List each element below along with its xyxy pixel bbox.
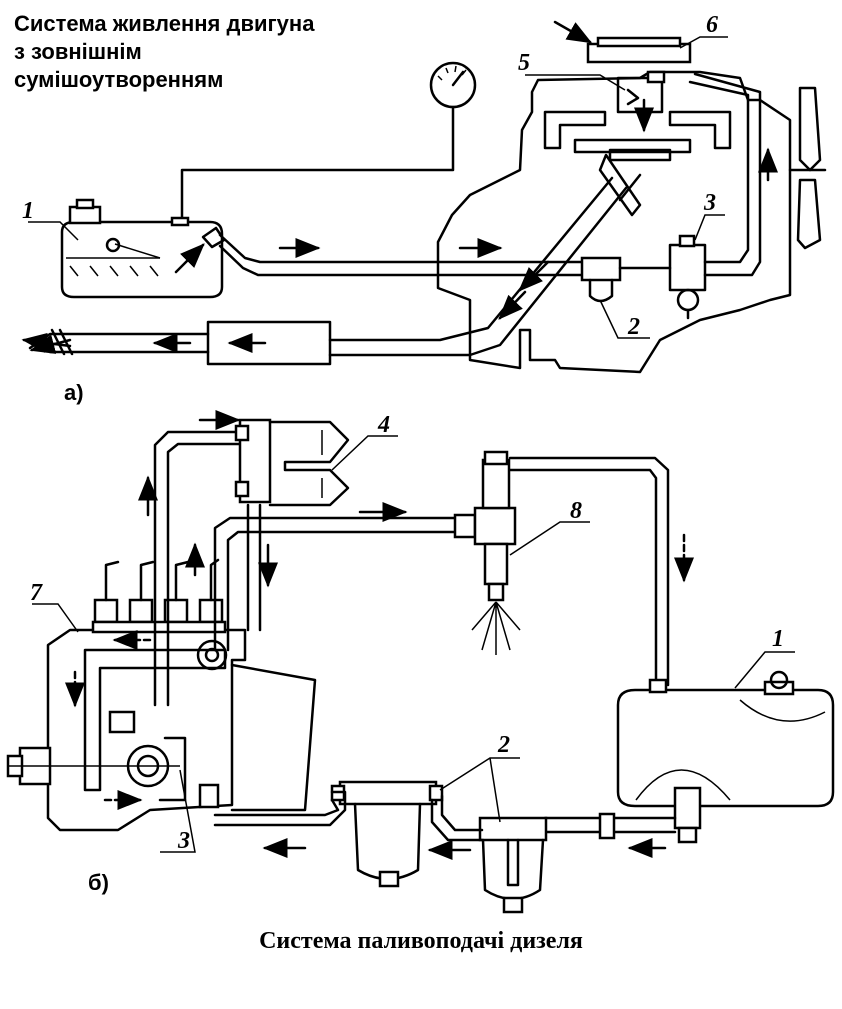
subfigure-a-label: а) (64, 380, 84, 405)
top-title-line-2: з зовнішнім (14, 39, 142, 64)
callout-b-1: 1 (772, 626, 784, 652)
callout-b-3: 3 (177, 828, 190, 854)
callouts-b: 1 2 3 4 7 8 (30, 412, 795, 854)
callout-b-8: 8 (570, 498, 582, 524)
callout-a-2: 2 (627, 314, 640, 340)
fuel-pump-a (580, 72, 778, 320)
injection-pump-b (6, 542, 317, 832)
coarse-filter-b-2 (330, 780, 444, 888)
fuel-line-a (218, 233, 587, 277)
fuel-tank-b (616, 670, 835, 844)
callout-a-3: 3 (703, 190, 716, 216)
bottom-title: Система паливоподачі дизеля (259, 928, 583, 954)
carburettor-a (598, 76, 664, 217)
callout-a-6: 6 (706, 12, 718, 38)
pump-sections (91, 558, 227, 634)
supply-line-b (543, 812, 677, 858)
callout-a-5: 5 (518, 50, 530, 76)
coarse-filter-b-1 (478, 816, 548, 914)
air-filter-a (553, 20, 692, 84)
top-title-line-3: сумішоутворенням (14, 67, 224, 92)
connecting-lines-b (198, 783, 484, 860)
callout-b-2: 2 (497, 732, 510, 758)
diagram-b: 1 2 3 4 7 8 (6, 410, 835, 914)
callout-a-1: 1 (22, 198, 34, 224)
fine-filter-b (234, 418, 350, 507)
callouts-a: 1 2 3 5 6 (22, 12, 728, 340)
subfigure-b-label: б) (88, 870, 109, 895)
callout-b-7: 7 (30, 580, 43, 606)
cooling-fan-a (788, 86, 827, 250)
top-title: Система живлення двигуна з зовнішнім сум… (14, 10, 434, 94)
exhaust-a (21, 176, 628, 366)
pressure-gauge (180, 61, 477, 222)
callout-b-4: 4 (377, 412, 390, 438)
engine-block-a (436, 70, 792, 374)
injector-b (213, 450, 694, 687)
diagram-a: 1 2 3 5 6 (21, 12, 827, 374)
top-title-line-1: Система живлення двигуна (14, 11, 315, 36)
feed-lines-b (138, 410, 278, 707)
fuel-tank-a (60, 198, 226, 299)
